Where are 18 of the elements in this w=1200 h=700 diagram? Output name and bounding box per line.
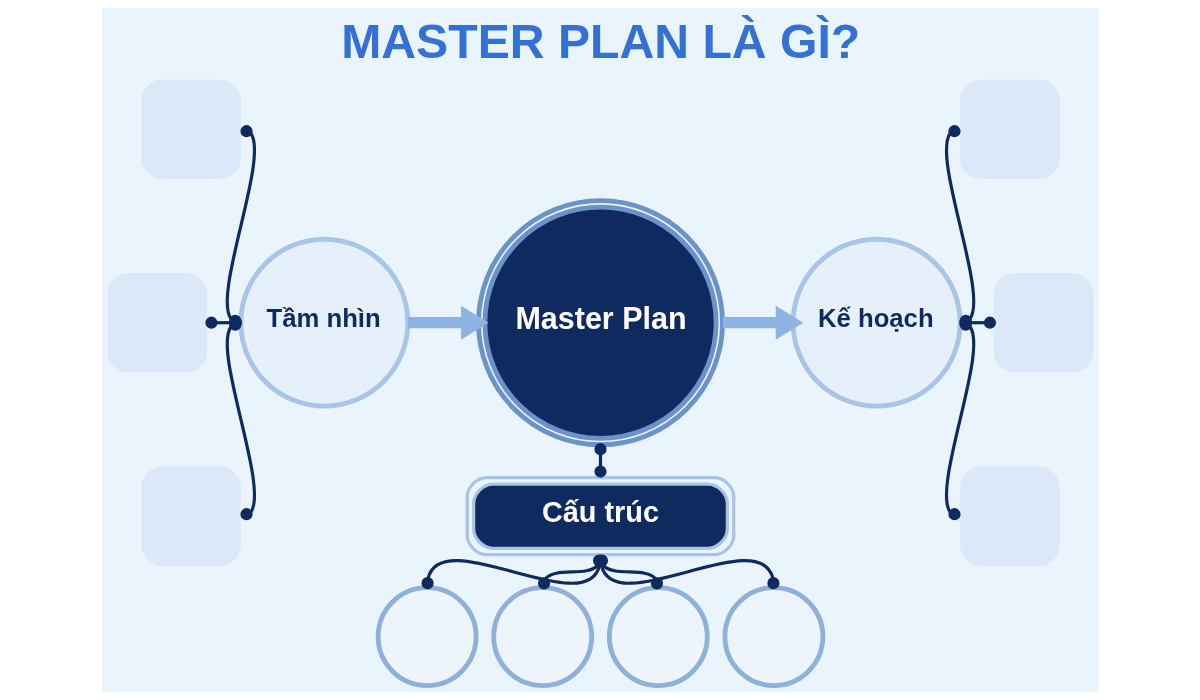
node-circle bbox=[722, 585, 825, 688]
node-box bbox=[107, 272, 207, 373]
connector bbox=[593, 443, 607, 478]
node-circle: Kế hoạch bbox=[790, 236, 963, 409]
node-box bbox=[140, 79, 241, 179]
node-box bbox=[140, 466, 241, 566]
node-circle bbox=[606, 585, 710, 688]
node-circle: Master Plan bbox=[475, 198, 725, 448]
node-circle bbox=[490, 585, 594, 688]
arrow bbox=[722, 305, 803, 340]
node-box bbox=[993, 272, 1093, 373]
node-circle bbox=[375, 585, 478, 688]
diagram-title: MASTER PLAN LÀ GÌ? bbox=[340, 13, 860, 68]
arrow bbox=[407, 305, 489, 340]
node-box bbox=[959, 466, 1060, 566]
node-box bbox=[959, 79, 1060, 179]
node-box: Cấu trúc bbox=[465, 476, 735, 557]
node-circle: Tầm nhìn bbox=[237, 236, 410, 409]
